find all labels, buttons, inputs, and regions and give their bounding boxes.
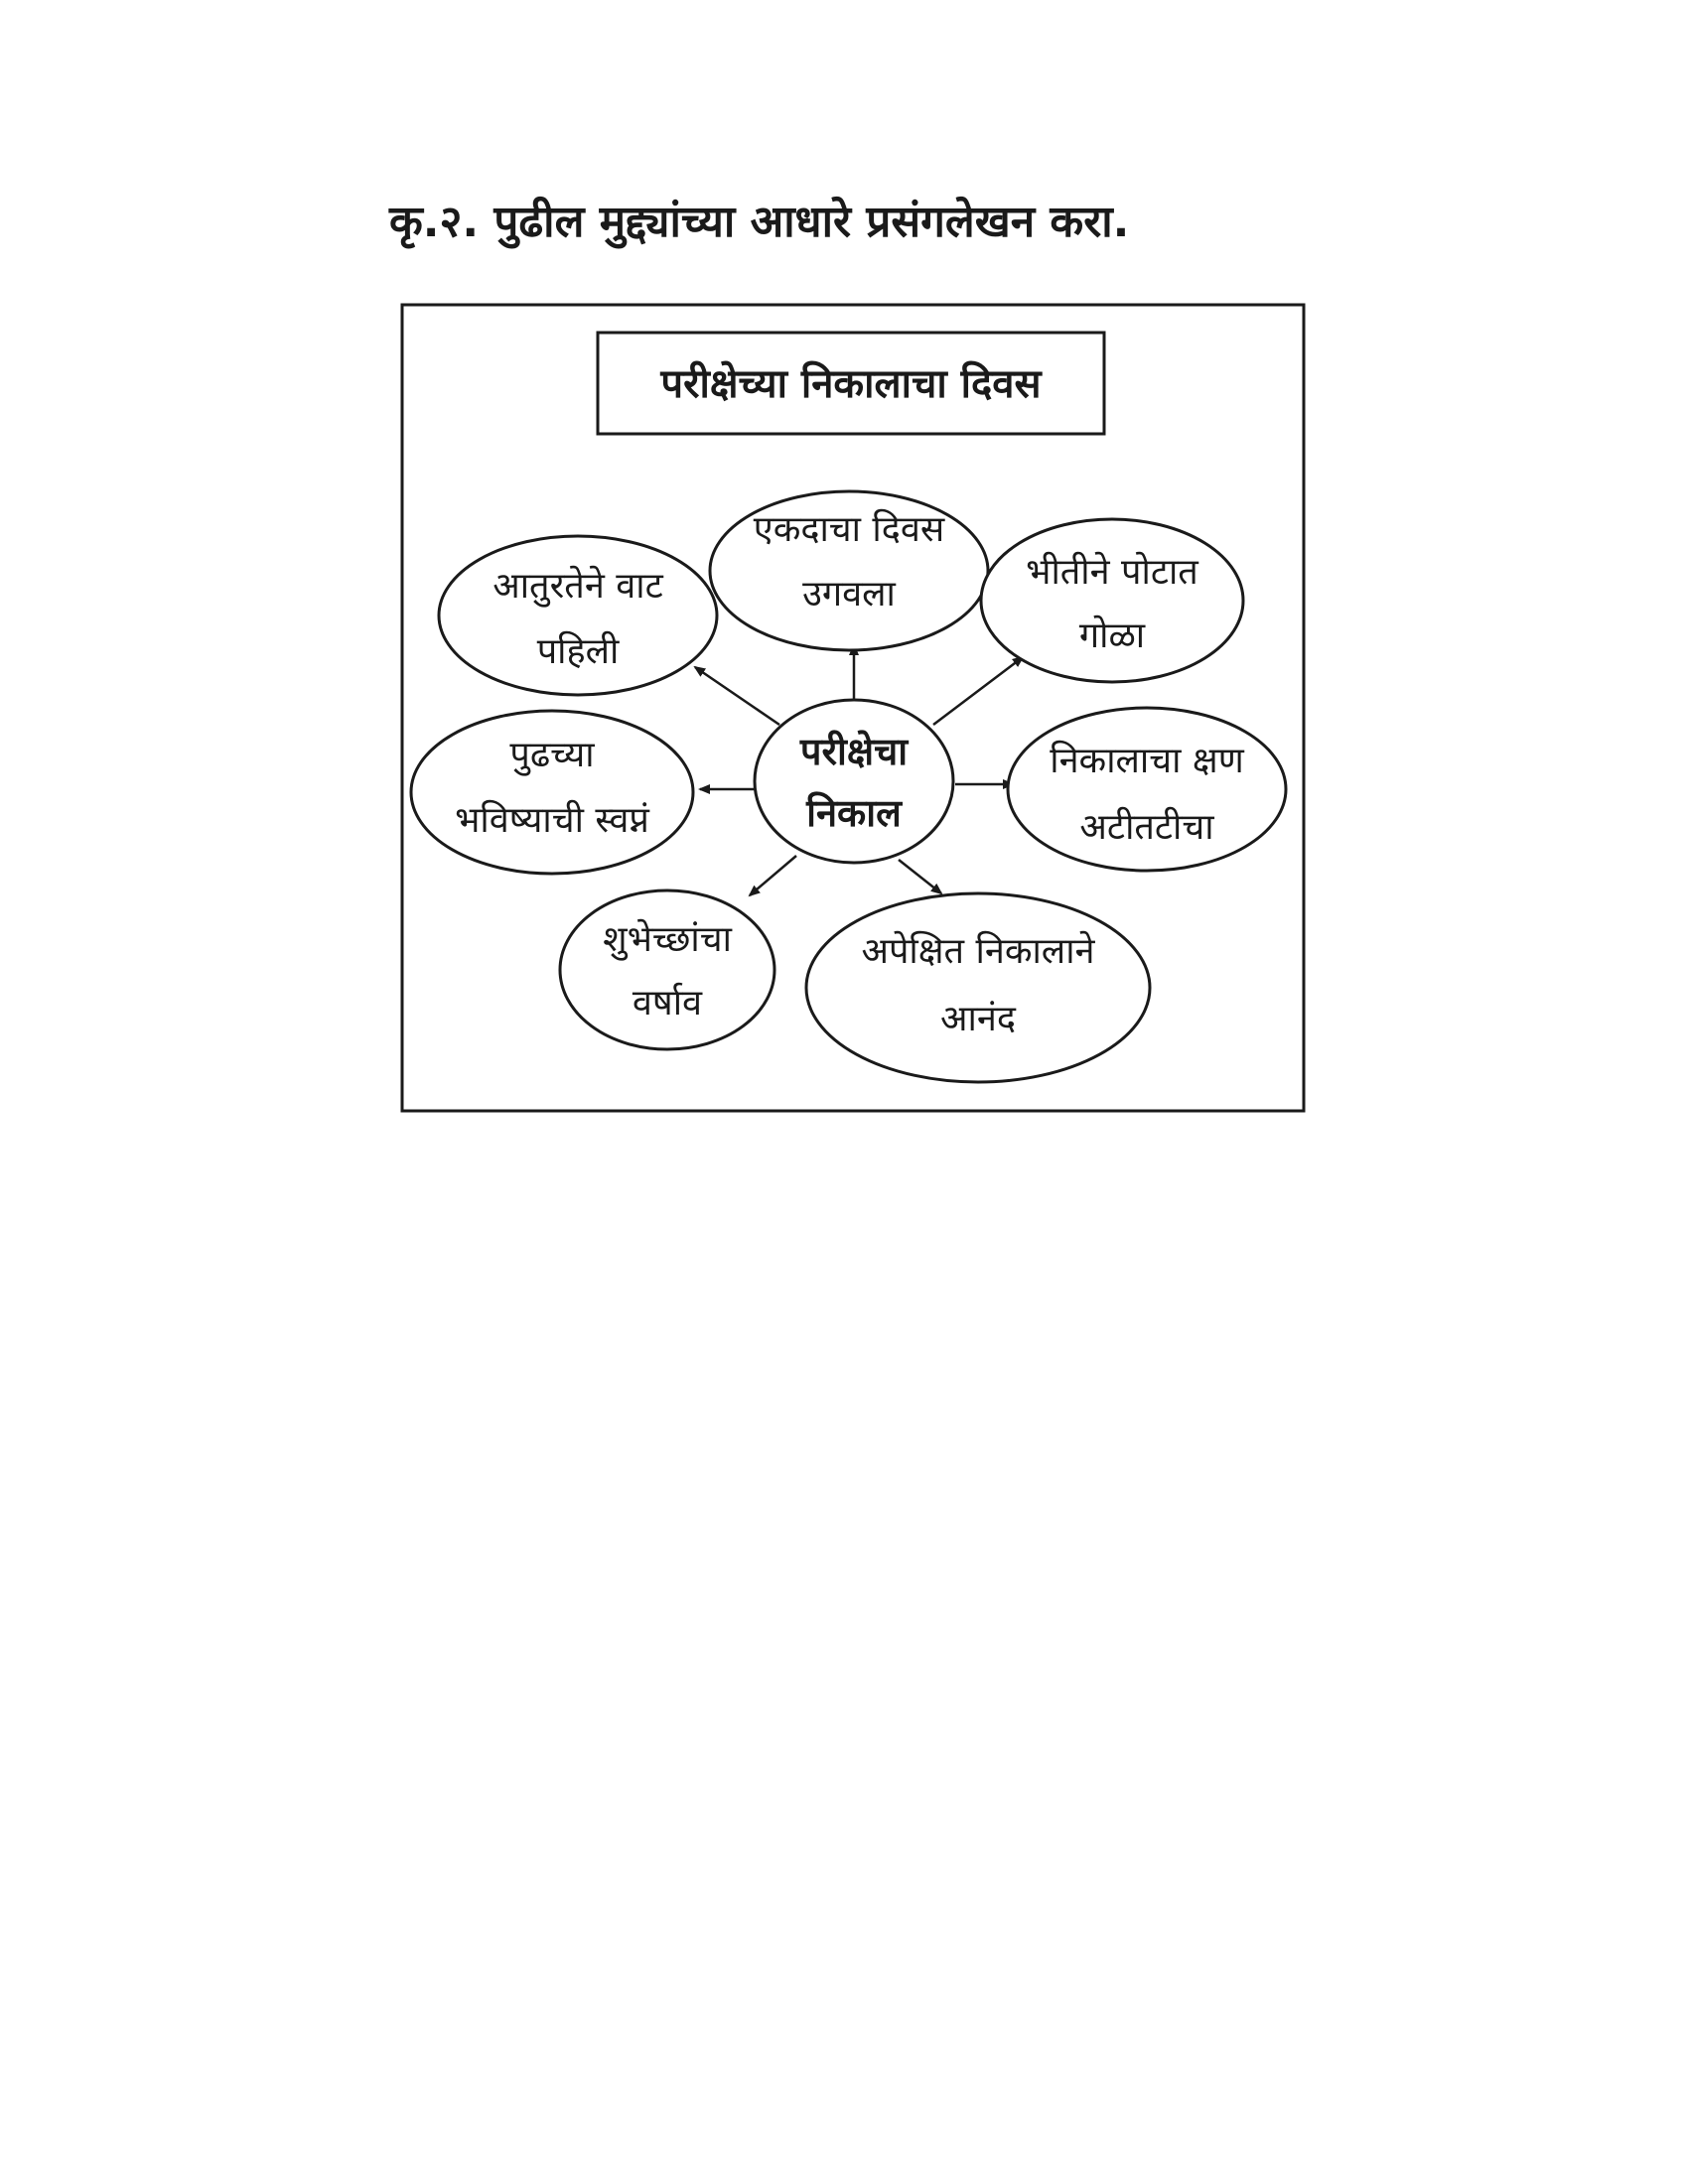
node-top-right-line1: भीतीने पोटात [1026,551,1199,593]
node-top: एकदाचा दिवस उगवला [708,489,990,652]
node-left-line2: भविष्याची स्वप्नं [455,799,649,841]
diagram-title: परीक्षेच्या निकालाचा दिवस [659,360,1043,407]
node-right-line2: अटीतटीचा [1079,806,1214,848]
node-bottom-left-line2: वर्षाव [633,982,703,1024]
center-node: परीक्षेचा निकाल [753,698,955,865]
node-top-left-line1: आतुरतेने वाट [492,565,663,608]
node-bottom-right: अपेक्षित निकालाने आनंद [804,891,1152,1084]
center-node-line1: परीक्षेचा [799,730,909,773]
title-box [596,331,1106,436]
question-text: कृ.२. पुढील मुद्द्यांच्या आधारे प्रसंगले… [389,197,1130,247]
node-top-left: आतुरतेने वाट पहिली [437,534,719,697]
arrows [693,643,1025,897]
node-top-left-line2: पहिली [537,630,620,672]
node-left: पुढच्या भविष्याची स्वप्नं [409,709,695,876]
arrow-bottom-right [898,859,943,895]
node-bottom-left-line1: शुभेच्छांचा [603,918,732,961]
node-right: निकालाचा क्षण अटीतटीचा [1006,706,1288,873]
outer-frame [400,303,1306,1113]
center-node-line2: निकाल [805,791,903,835]
arrow-top-left [693,665,780,727]
node-bottom-left: शुभेच्छांचा वर्षाव [558,888,776,1051]
node-bottom-right-line1: अपेक्षित निकालाने [861,930,1095,972]
node-top-right-line2: गोळा [1079,614,1146,656]
arrow-bottom-left [748,855,797,897]
node-top-right: भीतीने पोटात गोळा [979,517,1245,684]
node-top-line1: एकदाचा दिवस [754,508,945,550]
node-bottom-right-line2: आनंद [940,999,1017,1039]
node-left-line1: पुढच्या [509,735,595,776]
node-top-line2: उगवला [802,574,896,614]
arrow-top-right [932,655,1025,726]
node-right-line1: निकालाचा क्षण [1050,740,1244,781]
